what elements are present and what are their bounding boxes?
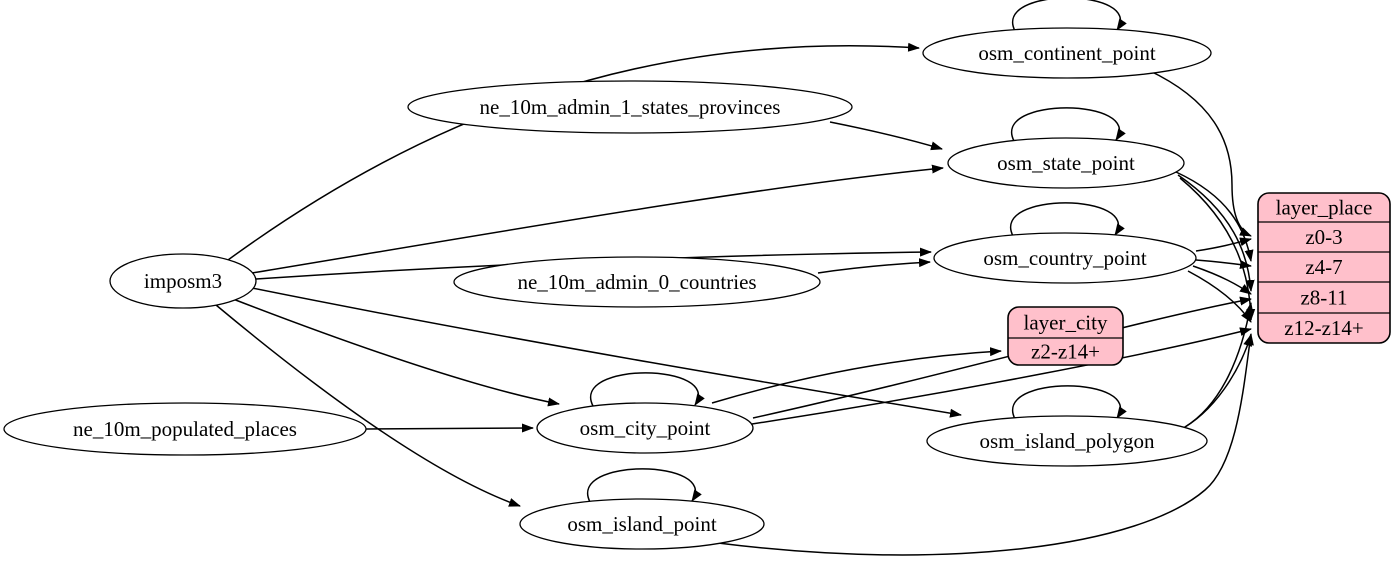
node-osm_country_point: osm_country_point	[933, 232, 1197, 284]
edge-osm_island_polygon-to-layer_place:z12-z14+	[1177, 334, 1252, 432]
node-label-ne_10m_populated_places: ne_10m_populated_places	[73, 417, 297, 441]
node-ne_10m_populated_places: ne_10m_populated_places	[3, 402, 367, 456]
node-osm_island_polygon: osm_island_polygon	[926, 415, 1208, 467]
edge-imposm3-to-osm_city_point	[232, 298, 560, 407]
edge-osm_island_point-to-layer_place:z12-z14+	[717, 333, 1254, 556]
record-header-layer_place: layer_place	[1276, 196, 1373, 220]
self-loop-osm_city_point	[589, 372, 705, 407]
node-osm_island_point: osm_island_point	[519, 498, 765, 550]
edge-osm_state_point-to-layer_place:z12-z14+	[1179, 177, 1256, 321]
record-row-layer_place-z4-7: z4-7	[1305, 255, 1342, 279]
self-loop-osm_continent_point	[1011, 0, 1127, 32]
edge-layer	[215, 0, 1256, 556]
edge-osm_country_point-to-layer_place:z8-11	[1192, 265, 1252, 295]
edge-osm_city_point-to-layer_place:z12-z14+	[751, 327, 1252, 425]
node-ne_10m_admin_0_countries: ne_10m_admin_0_countries	[453, 256, 821, 308]
edge-osm_country_point-to-layer_place:z12-z14+	[1187, 270, 1252, 323]
self-loop-osm_state_point	[1010, 107, 1126, 142]
node-ne_10m_admin_1_states_provinces: ne_10m_admin_1_states_provinces	[407, 80, 853, 134]
edge-ne_10m_admin_0_countries-to-osm_country_point	[817, 258, 931, 274]
record-row-layer_place-z0-3: z0-3	[1305, 225, 1342, 249]
edge-imposm3-to-osm_island_polygon	[251, 287, 962, 418]
record-layer_place: layer_place z0-3 z4-7 z8-11 z12-z14+	[1257, 192, 1391, 344]
edge-osm_island_polygon-to-layer_place:z8-11	[1184, 302, 1254, 428]
node-imposm3: imposm3	[109, 253, 257, 309]
node-label-ne_10m_admin_1_states_provinces: ne_10m_admin_1_states_provinces	[480, 95, 781, 119]
node-osm_city_point: osm_city_point	[536, 402, 754, 454]
record-row-layer_city-z2-z14+: z2-z14+	[1031, 340, 1100, 364]
record-header-layer_city: layer_city	[1024, 311, 1108, 335]
record-row-layer_place-z12-z14+: z12-z14+	[1284, 316, 1363, 340]
self-loop-osm_island_point	[586, 468, 702, 503]
node-label-osm_country_point: osm_country_point	[983, 246, 1146, 270]
node-label-osm_island_point: osm_island_point	[567, 512, 717, 536]
node-label-osm_island_polygon: osm_island_polygon	[979, 429, 1155, 453]
node-label-ne_10m_admin_0_countries: ne_10m_admin_0_countries	[517, 270, 756, 294]
node-label-imposm3: imposm3	[144, 269, 222, 293]
self-loop-osm_island_polygon	[1011, 385, 1127, 420]
edge-imposm3-to-osm_state_point	[251, 164, 944, 274]
self-loop-osm_country_point	[1009, 202, 1125, 237]
node-label-osm_state_point: osm_state_point	[997, 151, 1135, 175]
edge-imposm3-to-osm_continent_point	[227, 42, 920, 261]
edge-osm_city_point-to-layer_place:z8-11	[752, 296, 1252, 419]
edge-osm_continent_point-to-layer_place:z0-3	[1147, 69, 1252, 237]
edge-ne_10m_admin_1_states_provinces-to-osm_state_point	[829, 121, 943, 151]
node-label-osm_city_point: osm_city_point	[580, 416, 711, 440]
record-row-layer_place-z8-11: z8-11	[1300, 286, 1347, 310]
edge-ne_10m_populated_places-to-osm_city_point	[365, 423, 534, 433]
node-osm_state_point: osm_state_point	[947, 137, 1185, 189]
node-osm_continent_point: osm_continent_point	[922, 27, 1212, 79]
node-label-osm_continent_point: osm_continent_point	[978, 41, 1155, 65]
edge-imposm3-to-osm_island_point	[215, 304, 521, 507]
edge-osm_city_point-to-layer_city:z2-z14+	[711, 347, 1002, 404]
edge-osm_state_point-to-layer_place:z4-7	[1175, 171, 1254, 262]
edge-osm_state_point-to-layer_place:z8-11	[1177, 174, 1255, 292]
edge-osm_country_point-to-layer_place:z0-3	[1195, 237, 1252, 252]
record-layer_city: layer_city z2-z14+	[1007, 306, 1124, 366]
